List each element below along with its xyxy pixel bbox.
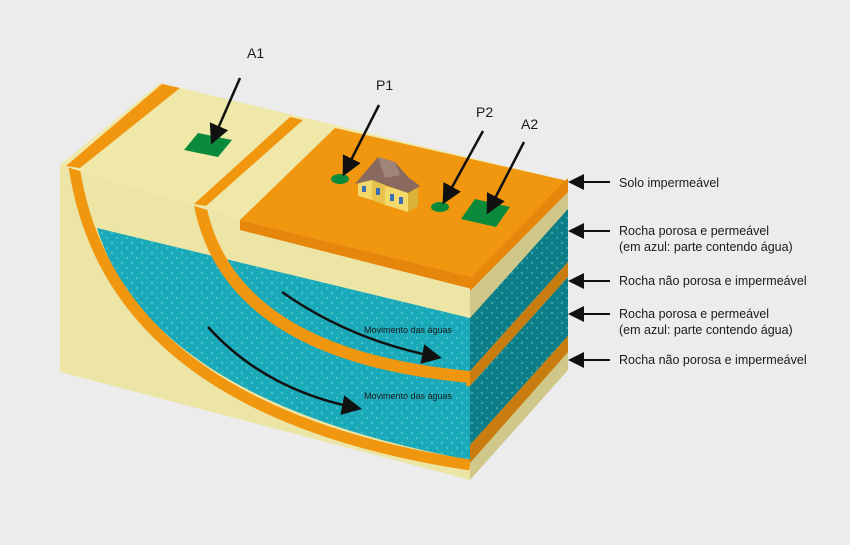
a2-arrow [486, 141, 526, 215]
impermeable-layer-upper-curve [194, 203, 471, 383]
outcrop-stripe-1 [66, 84, 180, 168]
well-p1 [331, 174, 349, 184]
legend-aquifer-1: Rocha porosa e permeável [619, 224, 769, 238]
impermeable-soil-edge [240, 220, 472, 289]
legend-soil: Solo impermeável [619, 176, 719, 190]
legend-impermeable-1: Rocha não porosa e impermeável [619, 274, 807, 288]
well-p2 [431, 202, 449, 212]
label-a1: A1 [247, 45, 264, 61]
legend: Solo impermeável Rocha porosa e permeáve… [568, 174, 807, 368]
p2-arrow [442, 130, 485, 205]
label-p1: P1 [376, 77, 393, 93]
impermeable-layer-lower-curve [68, 165, 471, 471]
p1-arrow [342, 104, 381, 177]
legend-aquifer-1-note: (em azul: parte contendo água) [619, 240, 793, 254]
water-flow-arrow-lower [207, 326, 362, 415]
legend-impermeable-2: Rocha não porosa e impermeável [619, 353, 807, 367]
right-face-soil [470, 178, 568, 291]
right-face-impermeable-1 [470, 262, 568, 386]
flow-label-lower: Movimento das águas [364, 391, 453, 401]
outcrop-stripe-2 [194, 117, 303, 206]
a1-arrow [209, 77, 242, 145]
flow-label-upper: Movimento das águas [364, 325, 453, 335]
label-p2: P2 [476, 104, 493, 120]
legend-aquifer-2: Rocha porosa e permeável [619, 307, 769, 321]
water-flow-arrow-upper [281, 290, 442, 364]
legend-aquifer-2-note: (em azul: parte contendo água) [619, 323, 793, 337]
label-a2: A2 [521, 116, 538, 132]
right-face-impermeable-2 [470, 336, 568, 463]
house-icon [355, 157, 420, 212]
